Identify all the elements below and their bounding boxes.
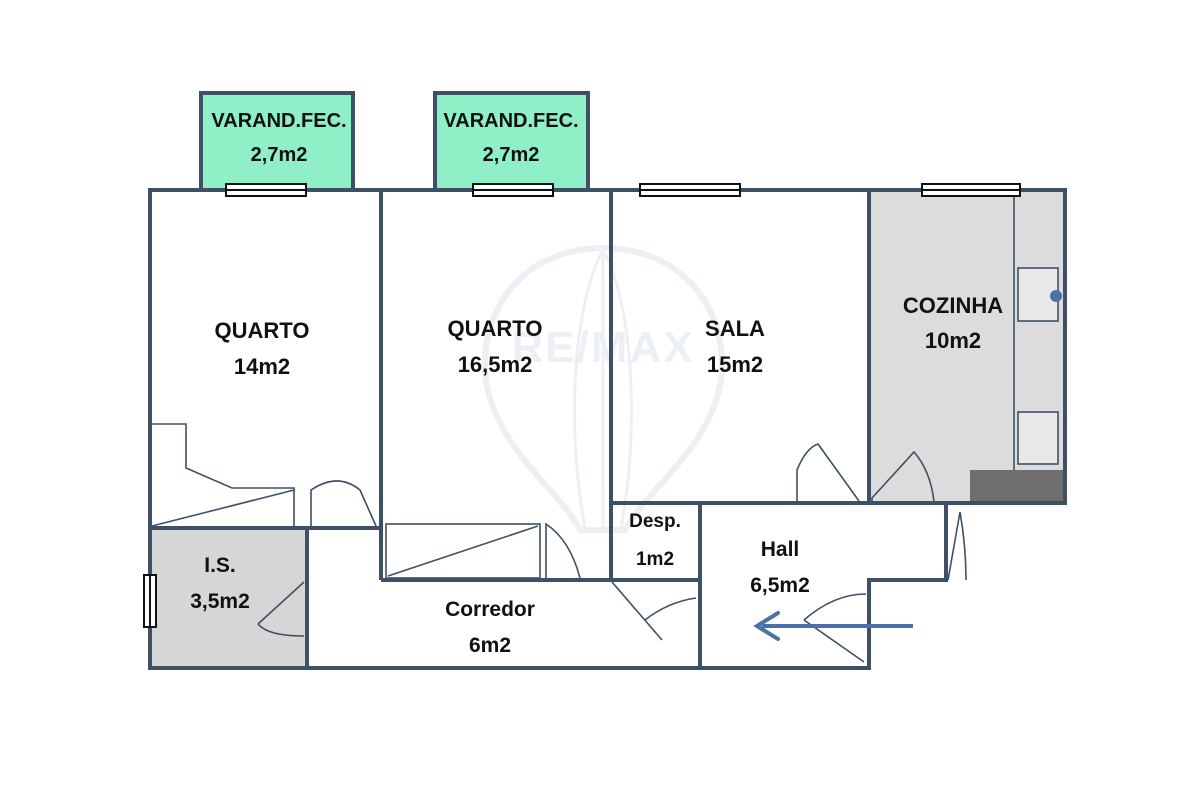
storage-name: Desp.	[629, 511, 681, 532]
bedroom-mid-area: 16,5m2	[458, 352, 533, 377]
bedroom-left-area: 14m2	[234, 354, 290, 379]
bedroom-mid-name: QUARTO	[448, 316, 543, 341]
hall-name: Hall	[761, 538, 800, 561]
entrance-arrow-icon	[753, 611, 913, 641]
balcony-left-area: 2,7m2	[251, 144, 308, 166]
kitchen-area: 10m2	[925, 328, 981, 353]
door-icon	[871, 450, 935, 502]
balcony-left	[199, 91, 355, 192]
kitchen-counter	[970, 470, 1064, 503]
living-name: SALA	[705, 316, 765, 341]
corridor-area: 6m2	[469, 634, 511, 657]
corridor-name: Corredor	[445, 598, 535, 621]
wardrobes	[150, 423, 541, 579]
windows	[143, 183, 1021, 628]
balcony-right-area: 2,7m2	[483, 144, 540, 166]
watermark: RE/MAX	[481, 244, 726, 533]
bedroom-left-name: QUARTO	[215, 318, 310, 343]
door-icon	[947, 511, 967, 581]
sink-tap-icon	[1050, 290, 1062, 302]
storage-area: 1m2	[636, 549, 674, 570]
door-icon	[611, 581, 697, 641]
interior-walls	[150, 190, 946, 668]
balcony-left-name: VARAND.FEC.	[211, 110, 346, 132]
hall-area: 6,5m2	[750, 574, 810, 597]
balcony-right	[433, 91, 590, 192]
sink-icon	[1017, 411, 1059, 465]
door-icon	[796, 443, 860, 502]
door-icon	[310, 480, 377, 527]
wc-name: I.S.	[204, 554, 236, 577]
wc-area: 3,5m2	[190, 590, 250, 613]
watermark-balloon-icon	[481, 244, 726, 533]
outer-wall	[148, 188, 1067, 670]
living-area: 15m2	[707, 352, 763, 377]
door-icon	[257, 581, 305, 637]
balcony-right-name: VARAND.FEC.	[443, 110, 578, 132]
door-icon	[545, 522, 581, 579]
kitchen-name: COZINHA	[903, 293, 1003, 318]
watermark-text: RE/MAX	[511, 323, 694, 372]
wc-floor	[150, 528, 307, 668]
